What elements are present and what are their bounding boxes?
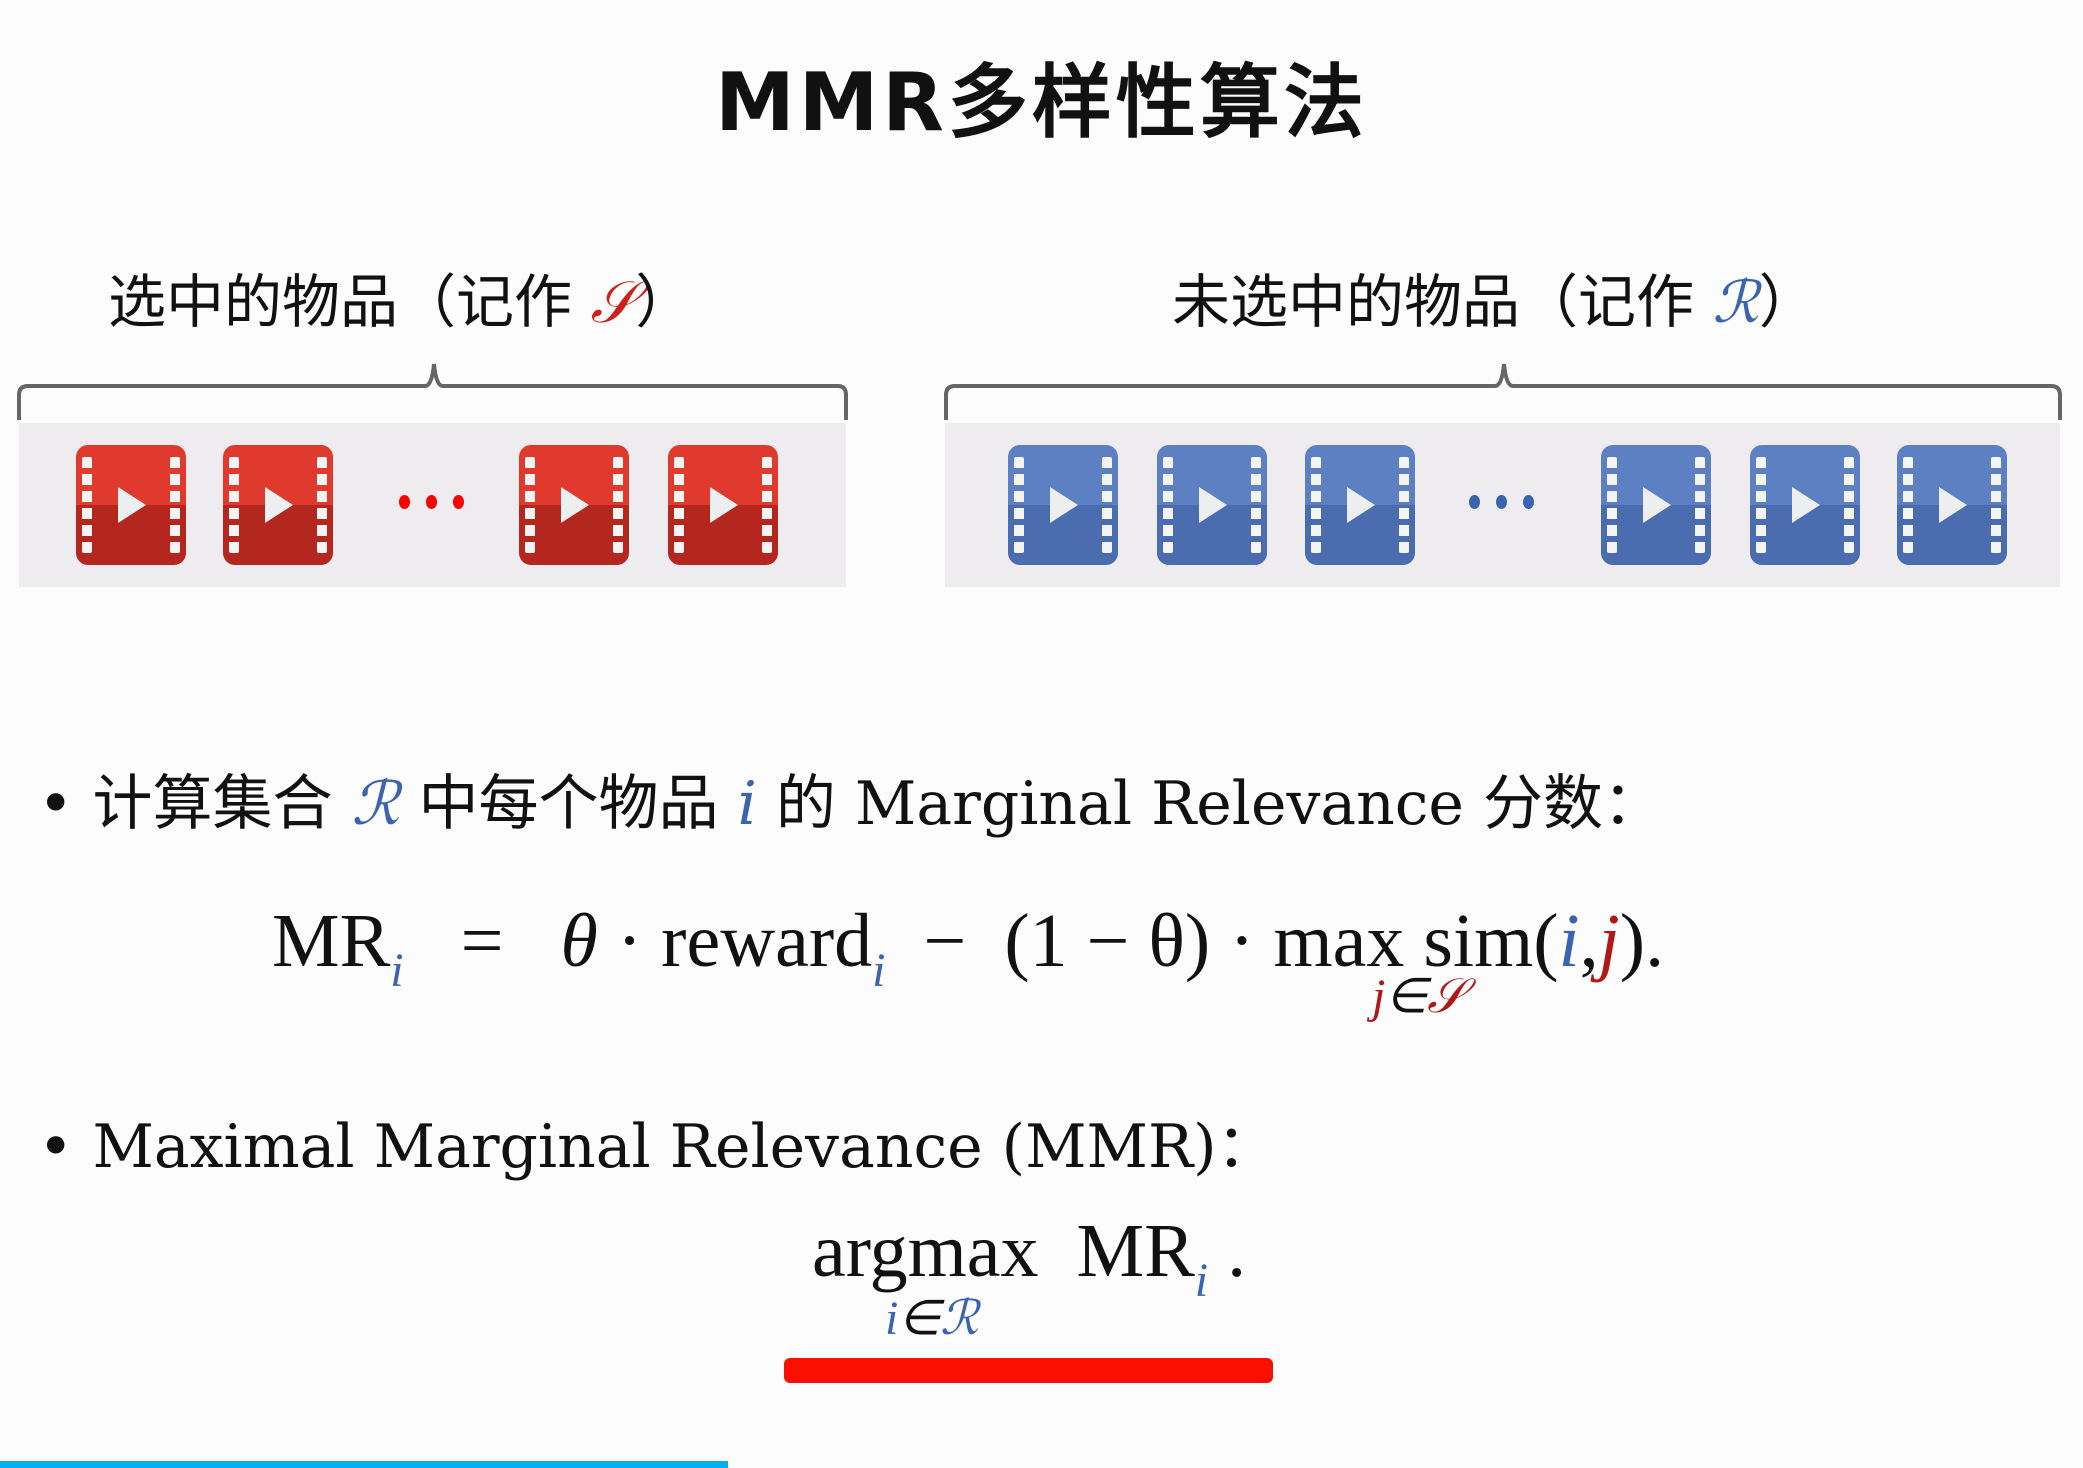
theta: θ <box>560 899 598 983</box>
bullet-mr-description: • 计算集合 ℛ 中每个物品 i 的 Marginal Relevance 分数… <box>38 755 1663 842</box>
video-icon <box>668 445 778 565</box>
set-r-symbol: ℛ <box>940 1292 979 1345</box>
index-i: i <box>737 769 757 839</box>
video-icon <box>1897 445 2007 565</box>
set-r-symbol: ℛ <box>1712 268 1759 336</box>
mr-symbol: MR <box>272 899 391 983</box>
text: 中每个物品 <box>399 769 738 839</box>
video-icon <box>1305 445 1415 565</box>
set-s-symbol: 𝒮 <box>590 268 636 336</box>
mmr-formula: argmax MRi . <box>812 1208 1247 1307</box>
text: Maximal Marginal Relevance (MMR)： <box>92 1112 1277 1182</box>
ellipsis-icon <box>391 495 472 509</box>
j: j <box>1372 970 1386 1023</box>
one-minus-theta: (1 − θ) <box>1004 899 1211 983</box>
arg-i: i <box>1558 899 1580 983</box>
video-icon <box>1157 445 1267 565</box>
video-icon <box>1750 445 1860 565</box>
label-close: ） <box>1758 268 1817 336</box>
reward: reward <box>661 899 873 983</box>
video-icon <box>1008 445 1118 565</box>
element-of: ∈ <box>1385 970 1428 1023</box>
video-icon <box>519 445 629 565</box>
equals: = <box>460 899 504 983</box>
element-of: ∈ <box>898 1292 941 1345</box>
mr-formula: MRi = θ · rewardi − (1 − θ) · max sim(i,… <box>272 898 1665 997</box>
bullet-mmr: • Maximal Marginal Relevance (MMR)： <box>38 1098 1277 1185</box>
progress-bar <box>0 1461 728 1468</box>
brace-icons <box>17 363 2062 420</box>
period: . <box>1645 899 1665 983</box>
subscript-i: i <box>1194 1254 1209 1307</box>
bullet-dot: • <box>38 769 74 839</box>
arg-j: j <box>1598 899 1620 983</box>
paren-close: ) <box>1619 899 1646 983</box>
left-brace-icon <box>17 363 848 420</box>
selected-items-label: 选中的物品（记作 𝒮） <box>108 255 693 339</box>
subscript-i: i <box>390 944 404 997</box>
video-icon <box>76 445 186 565</box>
set-r-symbol: ℛ <box>351 769 400 839</box>
ellipsis-icon <box>1461 495 1542 509</box>
label-text: 未选中的物品（记作 <box>1172 268 1713 336</box>
mr-symbol: MR <box>1076 1209 1195 1293</box>
dot: · <box>616 899 643 983</box>
unselected-items-box <box>945 423 2060 587</box>
highlight-underline <box>784 1358 1273 1383</box>
argmax-operator: argmax <box>812 1209 1039 1293</box>
video-icon <box>1601 445 1711 565</box>
page-title: MMR多样性算法 <box>715 56 1368 149</box>
bullet-dot: • <box>38 1112 74 1182</box>
period: . <box>1227 1209 1247 1293</box>
max-operator: max <box>1273 899 1405 983</box>
video-icon <box>223 445 333 565</box>
max-subscript: j∈𝒮 <box>1372 968 1464 1025</box>
unselected-items-label: 未选中的物品（记作 ℛ） <box>1172 255 1817 339</box>
text: 的 Marginal Relevance 分数： <box>756 769 1663 839</box>
right-brace-icon <box>944 363 2062 420</box>
i: i <box>885 1292 899 1345</box>
label-close: ） <box>635 268 694 336</box>
sim: sim( <box>1423 899 1559 983</box>
text: 计算集合 <box>92 769 352 839</box>
subscript-i: i <box>872 944 886 997</box>
set-s-symbol: 𝒮 <box>1427 970 1465 1023</box>
label-text: 选中的物品（记作 <box>108 268 591 336</box>
comma: , <box>1579 899 1599 983</box>
minus: − <box>923 899 967 983</box>
dot: · <box>1229 899 1255 983</box>
argmax-subscript: i∈ℛ <box>885 1290 978 1346</box>
selected-items-box <box>19 423 846 587</box>
